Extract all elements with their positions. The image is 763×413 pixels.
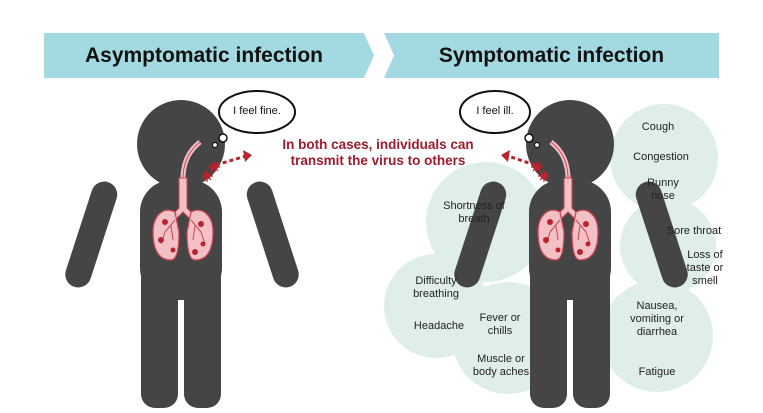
symptom-fatigue: Fatigue: [638, 366, 676, 378]
asymptomatic-title: Asymptomatic infection: [84, 43, 324, 67]
symptom-fever: Fever or chills: [479, 312, 521, 337]
symptom-loss-taste-smell: Loss of taste or smell: [686, 249, 724, 287]
symptom-runny-nose: Runny nose: [647, 177, 679, 202]
left-thought-text: I feel fine.: [233, 105, 281, 117]
symptomatic-title: Symptomatic infection: [438, 43, 665, 67]
symptom-congestion: Congestion: [633, 151, 689, 163]
right-thought-text: I feel ill.: [476, 105, 514, 117]
symptom-cough: Cough: [641, 121, 675, 133]
left-thought-bubble: [211, 90, 296, 149]
right-exhale-arrow-icon: [507, 154, 536, 167]
symptom-headache: Headache: [413, 320, 465, 332]
left-banner: [44, 33, 374, 78]
symptom-muscle-aches: Muscle or body aches: [472, 353, 530, 378]
right-banner: [384, 33, 719, 78]
symptom-shortness-of-breath: Shortness of breath: [443, 200, 505, 225]
left-exhale-arrow-icon: [215, 154, 247, 167]
symptom-difficulty-breathing: Difficulty breathing: [413, 275, 459, 300]
transmission-message: In both cases, individuals can transmit …: [282, 137, 474, 168]
right-thought-bubble: [459, 90, 541, 149]
symptom-nausea: Nausea, vomiting or diarrhea: [630, 300, 684, 338]
symptom-sore-throat: Sore throat: [666, 225, 722, 237]
asymptomatic-person: [65, 100, 299, 408]
